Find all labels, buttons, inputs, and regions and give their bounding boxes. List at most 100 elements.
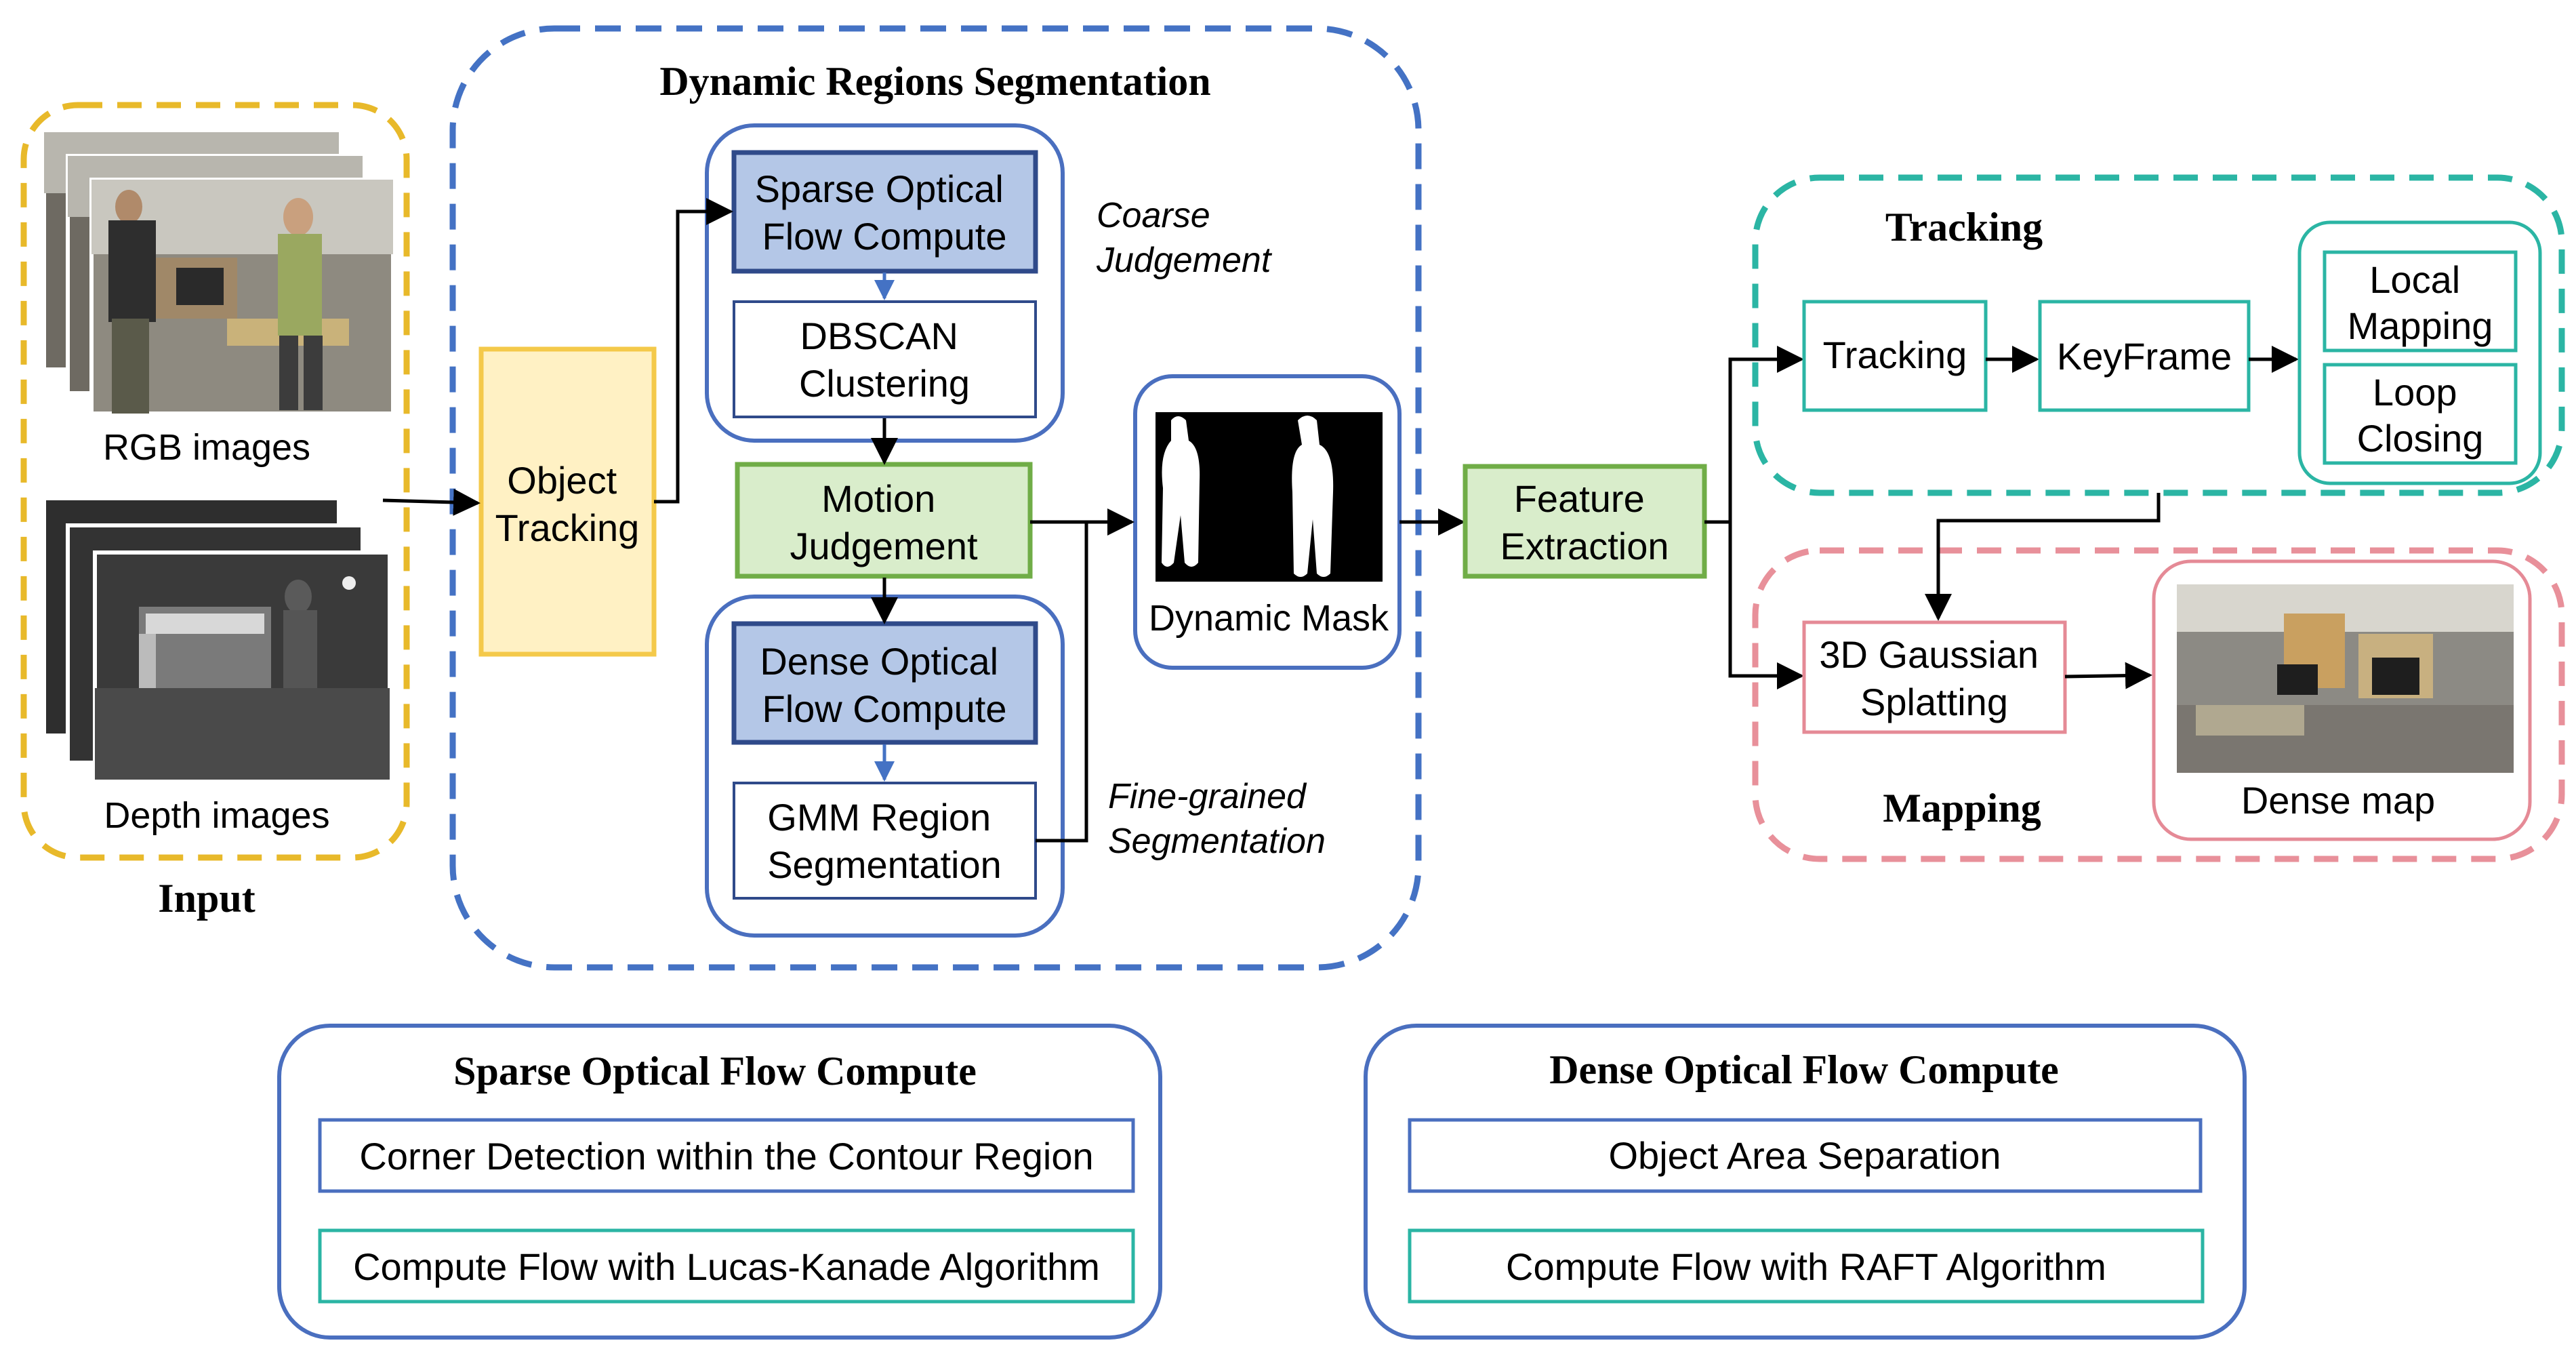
- segmentation-connectors: [382, 198, 1465, 843]
- legend-dense-item2: Compute Flow with RAFT Algorithm: [1506, 1245, 2106, 1288]
- segmentation-title: Dynamic Regions Segmentation: [659, 59, 1210, 104]
- coarse-line1: Coarse: [1097, 196, 1210, 235]
- gmm-line2: Segmentation: [767, 843, 1002, 886]
- tracking-title: Tracking: [1885, 205, 2043, 249]
- sparse-flow-line1: Sparse Optical: [755, 167, 1004, 210]
- backend-to-gaussian-arrow: [1925, 493, 2161, 621]
- svg-text:Coarse Judgement: Coarse Judgement: [1096, 196, 1273, 280]
- legend-sparse-item1-box: [318, 1118, 1135, 1193]
- svg-text:DBSCAN Clustering: DBSCAN Clustering: [799, 315, 970, 405]
- feature-connectors: [1704, 346, 1804, 689]
- local-mapping-line2: Mapping: [2348, 304, 2493, 347]
- svg-text:Feature Extraction: Feature Extraction: [1500, 477, 1669, 567]
- dbscan-line2: Clustering: [799, 362, 970, 405]
- keyframe-label: KeyFrame: [2057, 335, 2232, 378]
- keyframe-node: KeyFrame: [2038, 300, 2251, 412]
- loop-closing-line2: Closing: [2357, 417, 2484, 460]
- gmm-to-mask-line: [1036, 522, 1088, 843]
- gaussian-to-densemap-arrow: [2064, 662, 2152, 689]
- backend-container: [2297, 220, 2542, 485]
- legend-dense: Dense Optical Flow Compute Object Area S…: [1364, 1024, 2247, 1340]
- dynamic-mask-label: Dynamic Mask: [1149, 598, 1389, 639]
- legend-sparse: Sparse Optical Flow Compute Corner Detec…: [277, 1024, 1162, 1340]
- segmentation-group: Dynamic Regions Segmentation Object Trac…: [449, 25, 1422, 971]
- loop-closing-line1: Loop: [2373, 371, 2457, 414]
- sparse-flow-line2: Flow Compute: [762, 215, 1006, 258]
- motion-judgement-node: Motion Judgement: [735, 462, 1033, 579]
- coarse-judgement-label: Coarse Judgement: [1096, 196, 1273, 280]
- gmm-line1: GMM Region: [767, 796, 991, 839]
- feature-extraction-node: Feature Extraction: [1463, 464, 1707, 579]
- svg-text:Sparse Optical Flow Co: Sparse Optical Flow Compute: [755, 167, 1015, 258]
- rgb-image-stack: [42, 130, 395, 416]
- svg-text:Object Tracking: Object Tracking: [495, 459, 640, 549]
- dbscan-line1: DBSCAN: [800, 315, 958, 357]
- sparse-flow-node: Sparse Optical Flow Compute: [731, 150, 1038, 274]
- local-mapping-line1: Local: [2369, 258, 2460, 301]
- legend-sparse-title: Sparse Optical Flow Compute: [453, 1049, 977, 1093]
- gaussian-line1: 3D Gaussian: [1819, 633, 2039, 676]
- dynamic-mask-node: Dynamic Mask: [1133, 374, 1402, 670]
- feature-line1: Feature: [1514, 477, 1645, 520]
- legend-dense-item1-box: [1408, 1118, 2203, 1193]
- dense-flow-line1: Dense Optical: [760, 640, 998, 683]
- object-tracking-to-sparse-arrow: [654, 198, 733, 504]
- rgb-images-label: RGB images: [103, 427, 310, 468]
- coarse-line2: Judgement: [1096, 241, 1273, 280]
- legend-sparse-border: [277, 1024, 1162, 1340]
- object-tracking-line2: Tracking: [495, 506, 640, 549]
- mapping-dashed-border: [1752, 547, 2565, 862]
- motion-line1: Motion: [821, 477, 935, 520]
- svg-text:Local Mapping: Local Mapping: [2348, 258, 2493, 347]
- depth-image-front: [93, 550, 392, 782]
- feature-to-tracking-arrow: [1728, 346, 1804, 522]
- svg-text:Motion Judgement: Motion Judgement: [790, 477, 978, 567]
- depth-image-stack: [42, 496, 392, 782]
- dense-map-node: Dense map: [2152, 559, 2532, 841]
- input-dashed-border: [20, 102, 410, 861]
- svg-text:GMM Region Segmentatio: GMM Region Segmentation: [767, 796, 1002, 886]
- rgb-image-front: [89, 178, 395, 416]
- svg-text:3D Gaussian Splatting: 3D Gaussian Splatting: [1819, 633, 2049, 723]
- feature-line2: Extraction: [1500, 525, 1669, 567]
- svg-text:Fine-grained Segmentat: Fine-grained Segmentation: [1108, 777, 1326, 861]
- gaussian-node: 3D Gaussian Splatting: [1802, 620, 2067, 734]
- motion-line2: Judgement: [790, 525, 978, 567]
- input-group: RGB images Depth images Input: [20, 102, 410, 921]
- legend-dense-item1: Object Area Separation: [1608, 1134, 2001, 1177]
- local-mapping-node: Local Mapping: [2323, 250, 2518, 353]
- dense-map-image: [2177, 584, 2514, 773]
- tracking-dashed-border: [1752, 174, 2565, 496]
- svg-text:Dense Optical Flow Com: Dense Optical Flow Compute: [760, 640, 1008, 730]
- input-to-object-tracking-arrow: [382, 488, 481, 516]
- dense-flow-line2: Flow Compute: [762, 687, 1006, 730]
- dense-map-label: Dense map: [2241, 779, 2435, 822]
- mapping-title: Mapping: [1883, 786, 2041, 830]
- tracking-group: Tracking Tracking KeyFrame Local Mapping…: [1752, 174, 2565, 496]
- legend-dense-item2-box: [1408, 1228, 2205, 1304]
- dbscan-node: DBSCAN Clustering: [733, 300, 1037, 418]
- legend-sparse-item1: Corner Detection within the Contour Regi…: [359, 1135, 1093, 1178]
- depth-images-label: Depth images: [104, 795, 329, 836]
- object-tracking-line1: Object: [507, 459, 617, 502]
- loop-closing-node: Loop Closing: [2323, 363, 2518, 465]
- dense-flow-node: Dense Optical Flow Compute: [731, 621, 1038, 745]
- fine-grained-label: Fine-grained Segmentation: [1108, 777, 1326, 861]
- fine-line2: Segmentation: [1108, 822, 1326, 861]
- legend-sparse-item2-box: [318, 1228, 1135, 1304]
- svg-text:Loop Closing: Loop Closing: [2357, 371, 2484, 460]
- segmentation-dashed-border: [449, 25, 1422, 971]
- tracking-box-node: Tracking: [1802, 300, 1988, 412]
- mapping-group: 3D Gaussian Splatting Dense map Mapping: [1752, 493, 2565, 862]
- legend-dense-title: Dense Optical Flow Compute: [1549, 1047, 2059, 1092]
- feature-to-gaussian-arrow: [1728, 522, 1804, 689]
- object-tracking-node: Object Tracking: [478, 346, 657, 657]
- legend-dense-border: [1364, 1024, 2247, 1340]
- gaussian-line2: Splatting: [1860, 681, 2008, 723]
- input-title: Input: [158, 876, 255, 921]
- fine-line1: Fine-grained: [1108, 777, 1307, 816]
- legend-sparse-item2: Compute Flow with Lucas-Kanade Algorithm: [353, 1245, 1100, 1288]
- tracking-box-label: Tracking: [1823, 334, 1967, 376]
- gmm-node: GMM Region Segmentation: [733, 782, 1037, 900]
